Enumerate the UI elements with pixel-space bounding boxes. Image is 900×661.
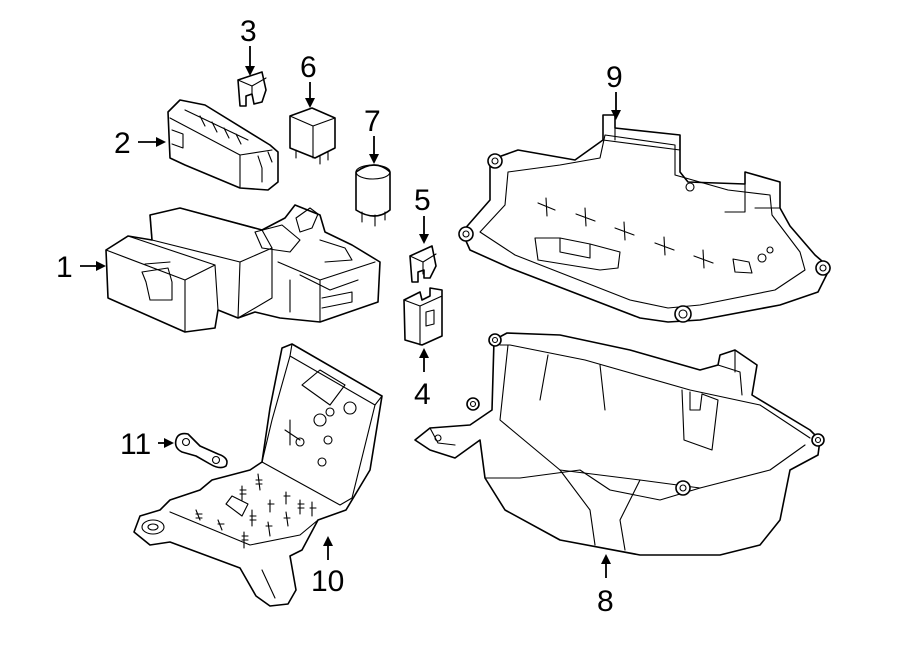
callout-8: 8: [597, 585, 614, 618]
part-6-relay: [289, 107, 336, 165]
part-10-base: [133, 343, 383, 607]
part-4-fuse-holder: [403, 287, 443, 346]
part-11-bracket: [174, 432, 228, 469]
part-1-fuse-block: [105, 204, 381, 333]
callout-7: 7: [364, 105, 381, 138]
callout-labels: 1 2 3 4 5 6 7 8 9 10 11: [56, 15, 623, 618]
callout-2: 2: [114, 127, 131, 160]
callout-10: 10: [311, 565, 344, 598]
callout-1: 1: [56, 251, 73, 284]
part-7-round-relay: [355, 164, 391, 227]
part-3-fuse: [237, 71, 267, 107]
part-5-fuse: [409, 245, 437, 283]
callout-6: 6: [300, 51, 317, 84]
part-8-lower-tray: [414, 332, 825, 556]
part-9-cover: [458, 114, 831, 323]
callout-9: 9: [606, 61, 623, 94]
callout-4: 4: [414, 378, 431, 411]
part-2-fuse-strip: [167, 99, 279, 191]
callout-arrows: [80, 46, 621, 578]
callout-5: 5: [414, 184, 431, 217]
callout-3: 3: [240, 15, 257, 48]
callout-11: 11: [120, 428, 151, 461]
